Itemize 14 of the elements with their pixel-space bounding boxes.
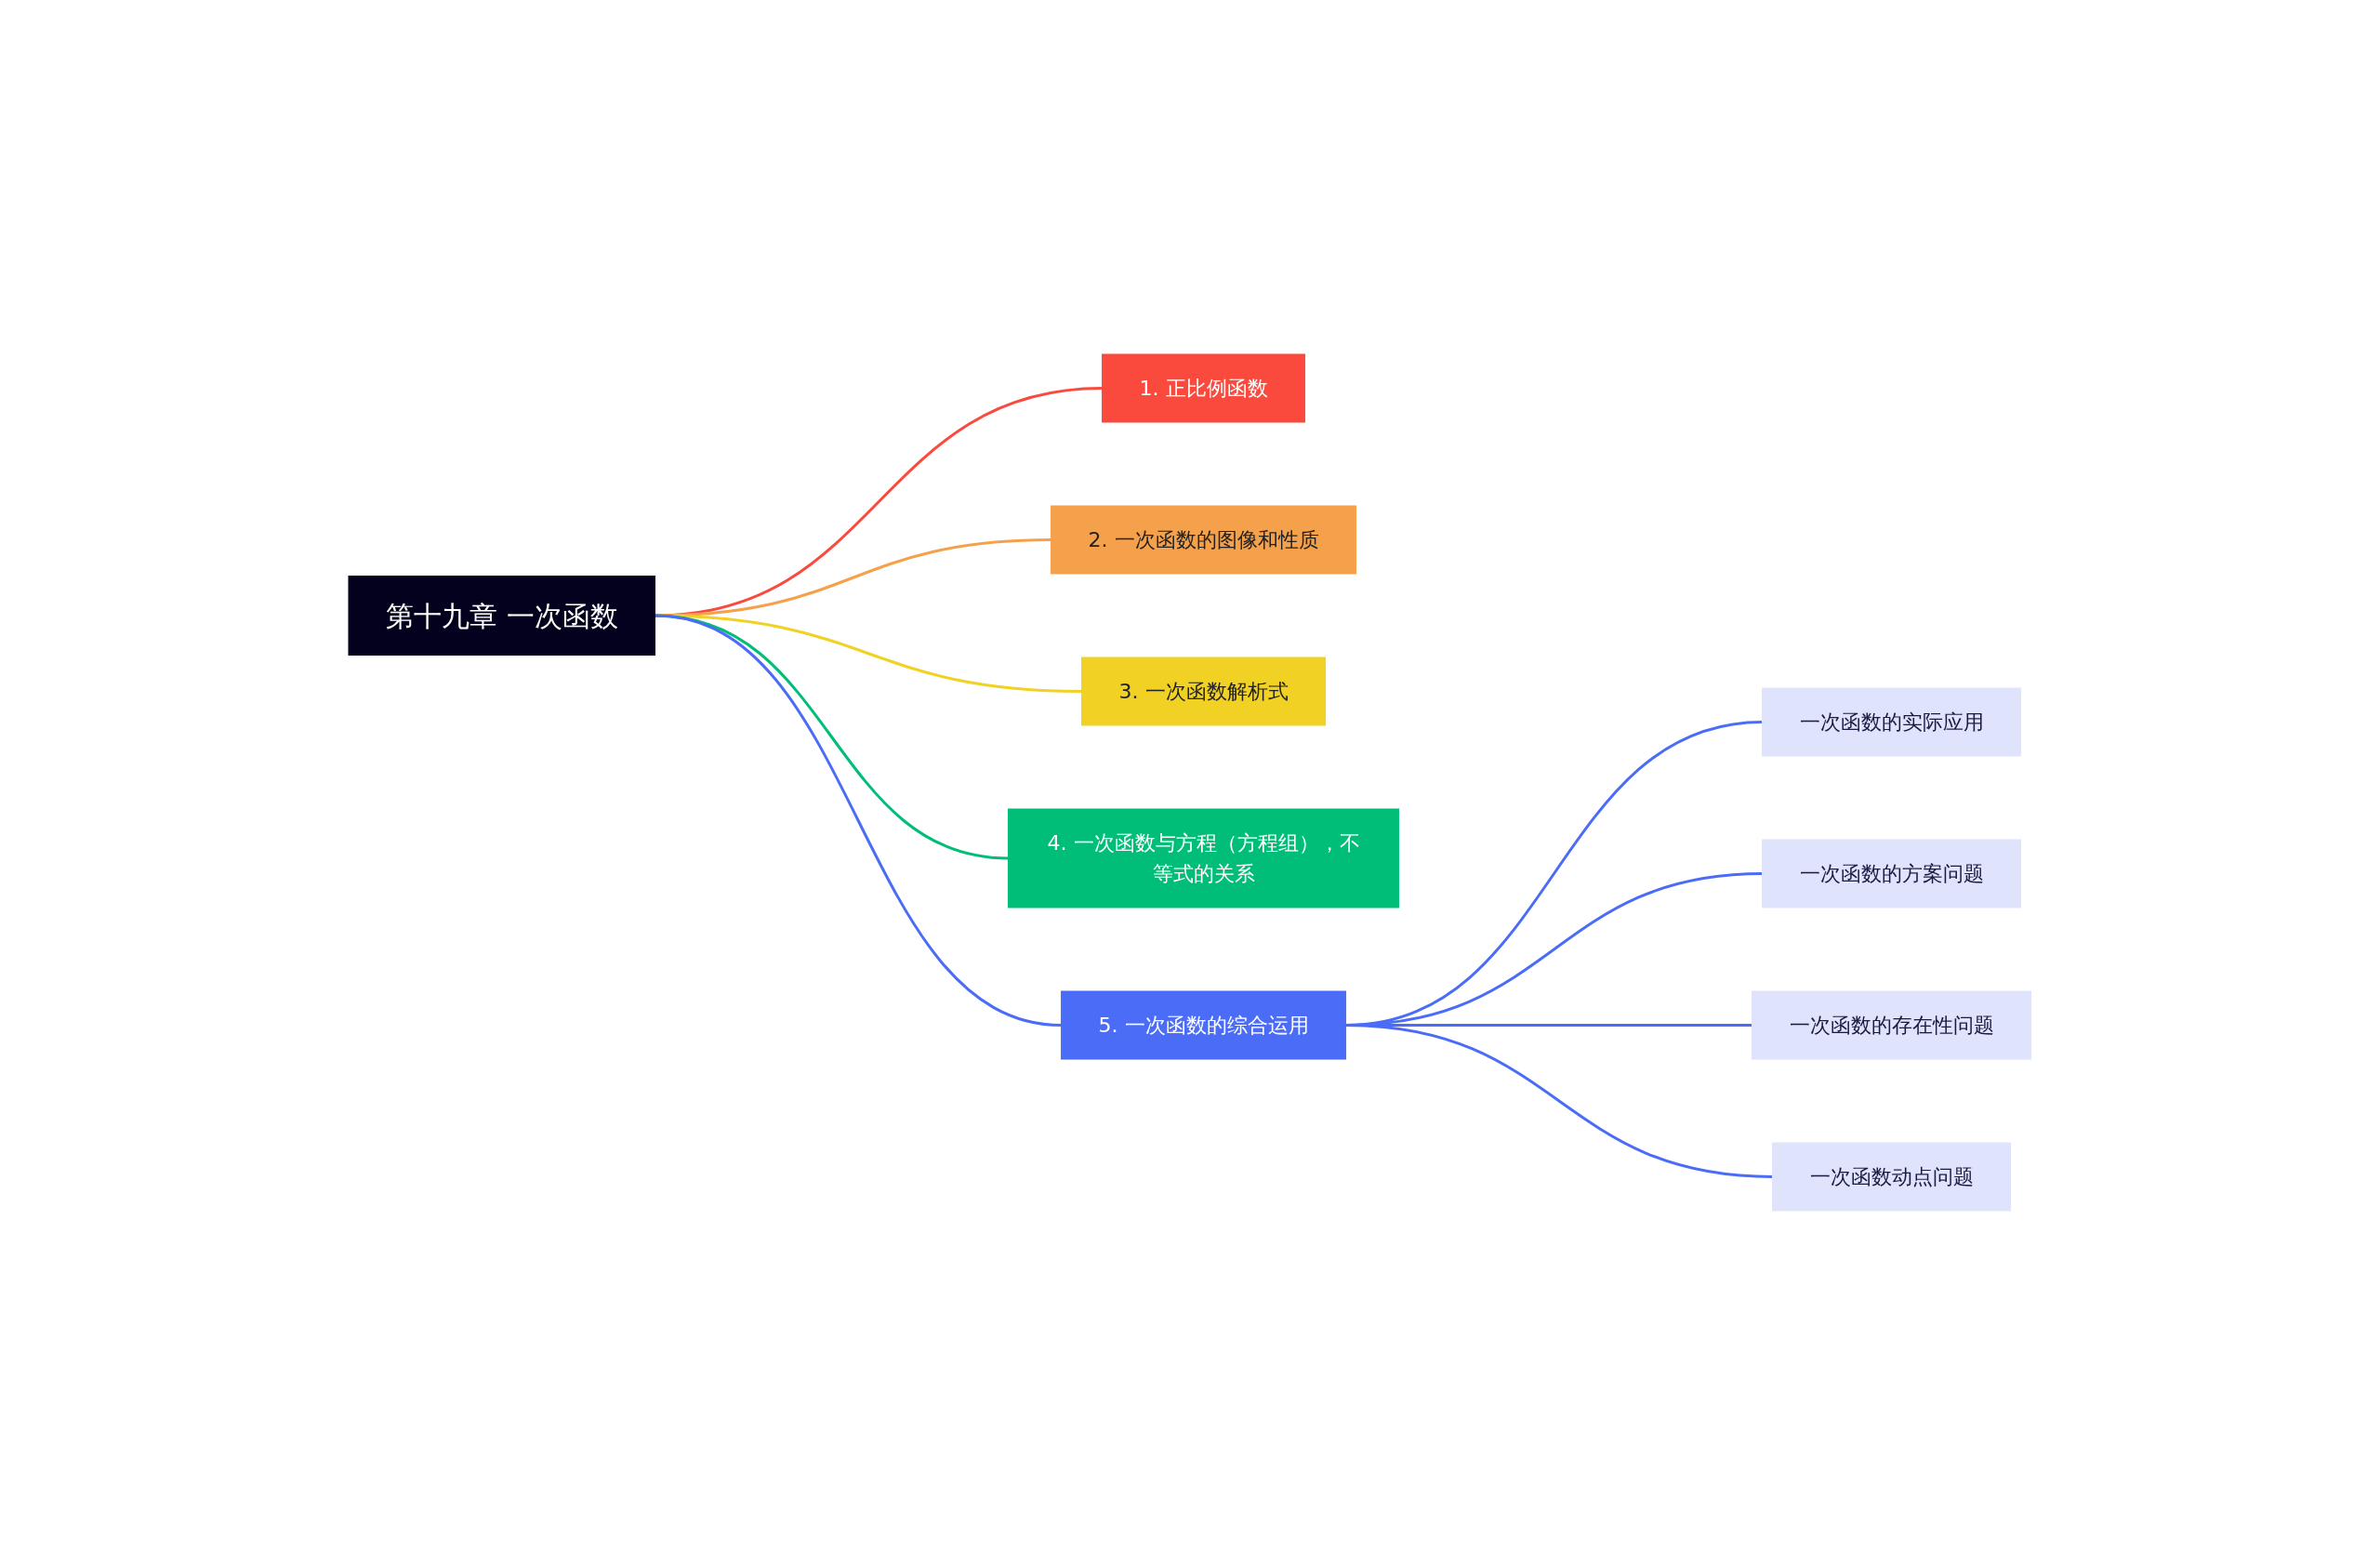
connector (1345, 1024, 1773, 1178)
node-box: 5. 一次函数的综合运用 (1061, 990, 1347, 1060)
node-box: 2. 一次函数的图像和性质 (1051, 505, 1357, 575)
connector (654, 614, 1063, 1027)
node-box: 第十九章 一次函数 (348, 576, 656, 656)
node-box: 一次函数的实际应用 (1762, 687, 2022, 757)
connector (654, 387, 1103, 617)
node-box: 4. 一次函数与方程（方程组），不等式的关系 (1008, 808, 1400, 908)
node-box: 一次函数的存在性问题 (1752, 990, 2032, 1060)
node-box: 一次函数的方案问题 (1762, 839, 2022, 908)
connector (654, 538, 1051, 617)
node-box: 1. 正比例函数 (1102, 353, 1306, 423)
node-box: 3. 一次函数解析式 (1081, 657, 1327, 726)
node-box: 一次函数动点问题 (1772, 1142, 2012, 1212)
